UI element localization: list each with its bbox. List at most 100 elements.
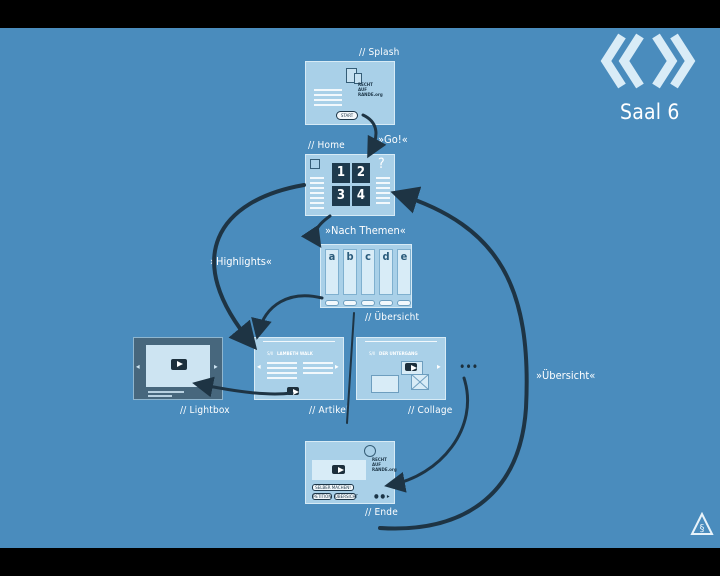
home-label: // Home <box>308 140 345 151</box>
divider-line <box>346 312 355 424</box>
text-line <box>303 372 333 374</box>
arrow-ende-to-home-ubersicht <box>378 186 529 531</box>
flow-label-ubersicht: »Übersicht« <box>536 369 596 382</box>
artikel-next-icon[interactable]: ▸ <box>335 362 339 371</box>
arrow-home-to-overview <box>300 214 332 248</box>
caption-line <box>148 391 184 393</box>
column-c[interactable]: c <box>361 249 375 295</box>
arrow-artikel-to-lightbox <box>192 376 294 398</box>
splash-site-name: RECHT AUF RANDE.org <box>358 82 383 97</box>
lightbox-next-icon[interactable]: ▸ <box>214 362 218 371</box>
splash-label: // Splash <box>359 47 400 58</box>
text-line <box>376 192 390 194</box>
text-line <box>303 367 333 369</box>
text-line <box>314 104 342 106</box>
column-button-c[interactable] <box>361 300 375 306</box>
selber-machen-button[interactable]: SELBER MACHEN! <box>312 484 354 491</box>
text-line <box>314 94 342 96</box>
text-line <box>267 372 297 374</box>
logo <box>600 30 696 92</box>
collage-image-placeholder-icon <box>411 374 429 390</box>
lightbox-prev-icon[interactable]: ◂ <box>136 362 140 371</box>
collage-screen: S/II DER UNTERGANG ▸ <box>356 337 446 400</box>
text-line <box>310 197 324 199</box>
interlocking-chevrons-logo-icon <box>600 33 696 89</box>
text-line <box>314 99 342 101</box>
arrow-overview-to-artikel <box>251 294 324 340</box>
text-line <box>376 187 390 189</box>
paragraph-recycle-icon: § <box>690 512 714 535</box>
arrow-home-to-artikel-highlights <box>212 183 306 351</box>
splash-screen: RECHT AUF RANDE.org START <box>305 61 395 125</box>
svg-text:§: § <box>700 523 705 534</box>
column-button-b[interactable] <box>343 300 357 306</box>
overview-screen: a b c d e <box>320 244 412 308</box>
ende-label: // Ende <box>365 507 398 518</box>
text-line <box>314 89 342 91</box>
home-screen: 1 2 3 4 ? <box>305 154 395 216</box>
lightbox-label: // Lightbox <box>180 405 230 416</box>
text-line <box>267 362 297 364</box>
column-e[interactable]: e <box>397 249 411 295</box>
overview-label: // Übersicht <box>365 312 420 323</box>
nav-line <box>365 341 437 342</box>
text-line <box>376 182 390 184</box>
diagram-canvas: Saal 6 RECHT AUF RANDE.org START // Spla… <box>0 28 720 548</box>
arrow-to-ende <box>384 376 470 493</box>
caption-line <box>148 395 172 397</box>
help-mark[interactable]: ? <box>378 156 385 172</box>
text-line <box>310 202 324 204</box>
artikel-screen: S/II LAMBETH WALK ◂ ▸ <box>254 337 344 400</box>
share-icons[interactable]: ● ● ▸ <box>374 493 390 500</box>
arrow-splash-to-home <box>361 113 387 159</box>
play-icon[interactable] <box>332 465 345 474</box>
text-line <box>267 377 297 379</box>
text-line <box>310 192 324 194</box>
column-b[interactable]: b <box>343 249 357 295</box>
text-line <box>310 187 324 189</box>
collage-image <box>371 375 399 393</box>
start-button[interactable]: START <box>336 111 358 120</box>
play-icon[interactable] <box>405 363 417 371</box>
lightbox-screen: ◂ ▸ <box>133 337 223 400</box>
collage-next-icon[interactable]: ▸ <box>437 362 441 371</box>
artikel-heading-prefix: S/II <box>267 351 274 356</box>
tile-2[interactable]: 2 <box>352 163 370 183</box>
column-button-a[interactable] <box>325 300 339 306</box>
play-icon[interactable] <box>171 359 187 370</box>
device-icon-small <box>354 73 362 84</box>
column-d[interactable]: d <box>379 249 393 295</box>
artikel-prev-icon[interactable]: ◂ <box>257 362 261 371</box>
ende-screen: RECHT AUF RANDE.org SELBER MACHEN! PETIT… <box>305 441 397 504</box>
text-line <box>310 177 324 179</box>
text-line <box>267 367 297 369</box>
text-line <box>376 177 390 179</box>
tile-3[interactable]: 3 <box>332 186 350 206</box>
home-logo <box>310 159 320 169</box>
flow-label-highlights: »Highlights« <box>210 255 272 268</box>
tile-4[interactable]: 4 <box>352 186 370 206</box>
ende-logo-icon <box>364 445 376 457</box>
column-button-d[interactable] <box>379 300 393 306</box>
petition-button[interactable]: PETITION <box>312 493 332 500</box>
collage-heading: DER UNTERGANG <box>379 351 418 356</box>
artikel-heading: LAMBETH WALK <box>277 351 313 356</box>
room-label: Saal 6 <box>620 100 680 124</box>
flow-label-nach-themen: »Nach Themen« <box>325 224 406 237</box>
tile-1[interactable]: 1 <box>332 163 350 183</box>
ubersicht-button[interactable]: ÜBERSICHT <box>334 493 358 500</box>
text-line <box>376 202 390 204</box>
text-line <box>310 207 324 209</box>
flow-arrows <box>192 113 529 531</box>
nav-line <box>263 341 335 342</box>
text-line <box>376 197 390 199</box>
column-button-e[interactable] <box>397 300 411 306</box>
collage-heading-prefix: S/II <box>369 351 376 356</box>
collage-label: // Collage <box>408 405 453 416</box>
text-line <box>310 182 324 184</box>
play-icon[interactable] <box>287 387 299 395</box>
ende-site-name: RECHT AUF RANDE.org <box>372 457 397 472</box>
text-line <box>303 362 333 364</box>
column-a[interactable]: a <box>325 249 339 295</box>
more-screens-ellipsis: ••• <box>459 360 479 374</box>
